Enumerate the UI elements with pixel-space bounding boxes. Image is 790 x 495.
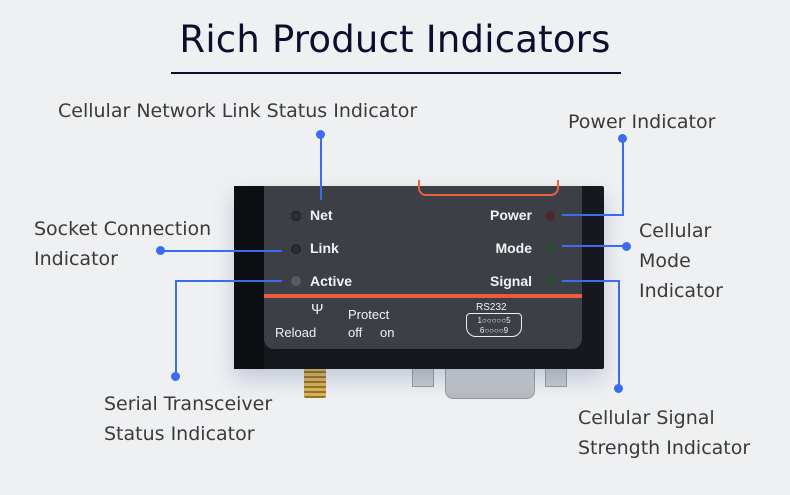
callout-link-label-2: Indicator <box>34 248 118 270</box>
callout-signal-line-v <box>618 280 620 388</box>
callout-net-line <box>320 134 322 200</box>
led-label-net: Net <box>310 207 333 223</box>
led-signal <box>545 276 555 286</box>
callout-mode-label-1: Cellular <box>639 220 712 242</box>
callout-mode-dot <box>622 242 631 251</box>
db9-flange-left <box>412 367 434 387</box>
rs232-label: RS232 <box>476 302 507 313</box>
off-label: off <box>348 325 363 340</box>
callout-signal-dot <box>614 384 623 393</box>
reload-label: Reload <box>275 325 317 340</box>
device-side <box>234 186 264 369</box>
led-label-power: Power <box>489 207 532 223</box>
antenna-icon: Ψ <box>311 301 324 318</box>
callout-net-label: Cellular Network Link Status Indicator <box>58 100 418 122</box>
page-title: Rich Product Indicators <box>179 18 611 61</box>
title-underline <box>171 72 621 74</box>
on-label: on <box>380 325 395 340</box>
callout-power-label: Power Indicator <box>568 111 716 133</box>
led-label-link: Link <box>310 240 339 256</box>
callout-signal-label-2: Strength Indicator <box>578 437 751 459</box>
led-net <box>291 211 301 221</box>
led-active <box>291 276 301 286</box>
callout-signal-label-1: Cellular Signal <box>578 407 715 429</box>
panel-stripe <box>264 294 582 298</box>
led-label-mode: Mode <box>495 240 532 256</box>
device-front-panel <box>264 186 582 349</box>
callout-active-line-v <box>175 280 177 376</box>
callout-power-line-h <box>562 214 624 216</box>
led-mode <box>545 244 555 254</box>
pin-row-2: 6○○○○9 <box>479 326 509 335</box>
callout-active-label-1: Serial Transceiver <box>104 393 273 415</box>
led-label-active: Active <box>310 273 353 289</box>
pin-row-1: 1○○○○○5 <box>477 316 511 325</box>
callout-signal-line-h <box>562 280 620 282</box>
led-link <box>291 244 301 254</box>
callout-active-line-h <box>175 280 282 282</box>
callout-power-line-v <box>622 138 624 216</box>
protect-label: Protect <box>348 307 390 322</box>
led-power <box>545 211 555 221</box>
callout-mode-label-2: Mode <box>639 250 691 272</box>
db9-flange-right <box>545 367 567 387</box>
callout-mode-line <box>562 245 626 247</box>
sma-antenna-connector <box>304 368 326 398</box>
db9-connector <box>445 367 535 399</box>
callout-mode-label-3: Indicator <box>639 280 723 302</box>
callout-active-label-2: Status Indicator <box>104 423 255 445</box>
rs232-port-icon: 1○○○○○5 6○○○○9 <box>466 313 522 337</box>
callout-link-label-1: Socket Connection <box>34 218 212 240</box>
callout-link-line <box>160 250 282 252</box>
panel-label-frame <box>418 180 559 196</box>
callout-active-dot <box>171 372 180 381</box>
led-label-signal: Signal <box>489 273 532 289</box>
